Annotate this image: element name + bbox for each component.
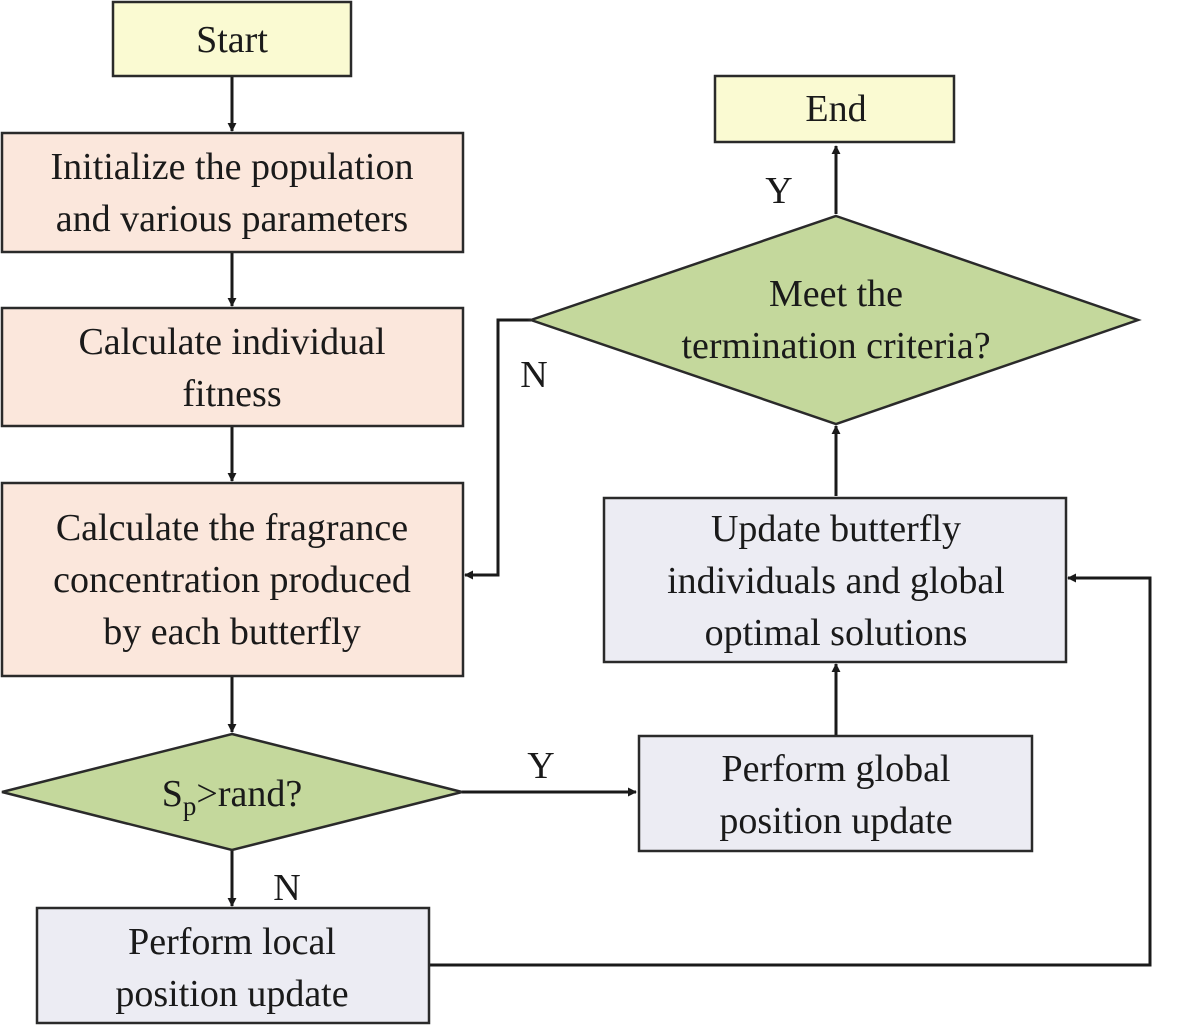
- update-butterfly-node: Update butterfly individuals and global …: [602, 496, 1068, 664]
- termination-node: Meet the termination criteria?: [527, 214, 1142, 426]
- start-node: Start: [111, 0, 353, 78]
- fitness-label-line1: Calculate individual: [78, 321, 385, 363]
- local-update-box: [35, 906, 431, 1025]
- termination-label-line1: Meet the: [769, 273, 903, 315]
- fragrance-label-line3: by each butterfly: [103, 611, 360, 653]
- update-butterfly-box: [602, 496, 1068, 664]
- global-update-label-line2: position update: [719, 800, 952, 842]
- termination-label-line2: termination criteria?: [681, 325, 990, 367]
- arrow-termination-to-fragrance: [464, 318, 531, 580]
- global-update-box: [637, 734, 1034, 853]
- global-update-node: Perform global position update: [637, 734, 1034, 853]
- edge-label-term-no: N: [520, 354, 547, 396]
- init-label-line2: and various parameters: [56, 198, 408, 240]
- end-node: End: [713, 74, 956, 144]
- termination-diamond: [527, 214, 1142, 426]
- local-update-node: Perform local position update: [35, 906, 431, 1025]
- init-label-line1: Initialize the population: [50, 146, 413, 188]
- edge-label-sp-yes: Y: [527, 745, 554, 787]
- init-node: Initialize the population and various pa…: [0, 131, 465, 254]
- end-box: [713, 74, 956, 144]
- fragrance-node: Calculate the fragrance concentration pr…: [0, 481, 465, 678]
- end-label: End: [805, 88, 866, 130]
- sp-decision-diamond: [1, 732, 463, 852]
- init-box: [0, 131, 465, 254]
- sp-decision-subscript: p: [183, 791, 197, 821]
- fragrance-label-line1: Calculate the fragrance: [56, 507, 408, 549]
- fragrance-label-line2: concentration produced: [53, 559, 411, 601]
- arrow-local-to-update: [430, 573, 1152, 967]
- start-label: Start: [196, 19, 268, 61]
- global-update-label-line1: Perform global: [721, 748, 950, 790]
- sp-decision-rest: >rand?: [196, 773, 302, 815]
- update-butterfly-label-line1: Update butterfly: [711, 508, 961, 550]
- edge-label-sp-no: N: [273, 867, 300, 909]
- fragrance-box: [0, 481, 465, 678]
- fitness-label-line2: fitness: [182, 373, 281, 415]
- local-update-label-line2: position update: [115, 973, 348, 1015]
- update-butterfly-label-line2: individuals and global: [667, 560, 1005, 602]
- sp-decision-label: Sp>rand?: [162, 773, 302, 821]
- start-box: [111, 0, 353, 78]
- connectors: [227, 76, 1152, 967]
- local-update-label-line1: Perform local: [128, 921, 336, 963]
- fitness-box: [0, 306, 465, 428]
- edge-label-term-yes: Y: [765, 170, 792, 212]
- update-butterfly-label-line3: optimal solutions: [705, 612, 968, 654]
- sp-decision-node: Sp>rand?: [1, 732, 463, 852]
- fitness-node: Calculate individual fitness: [0, 306, 465, 428]
- sp-decision-base: S: [162, 773, 183, 815]
